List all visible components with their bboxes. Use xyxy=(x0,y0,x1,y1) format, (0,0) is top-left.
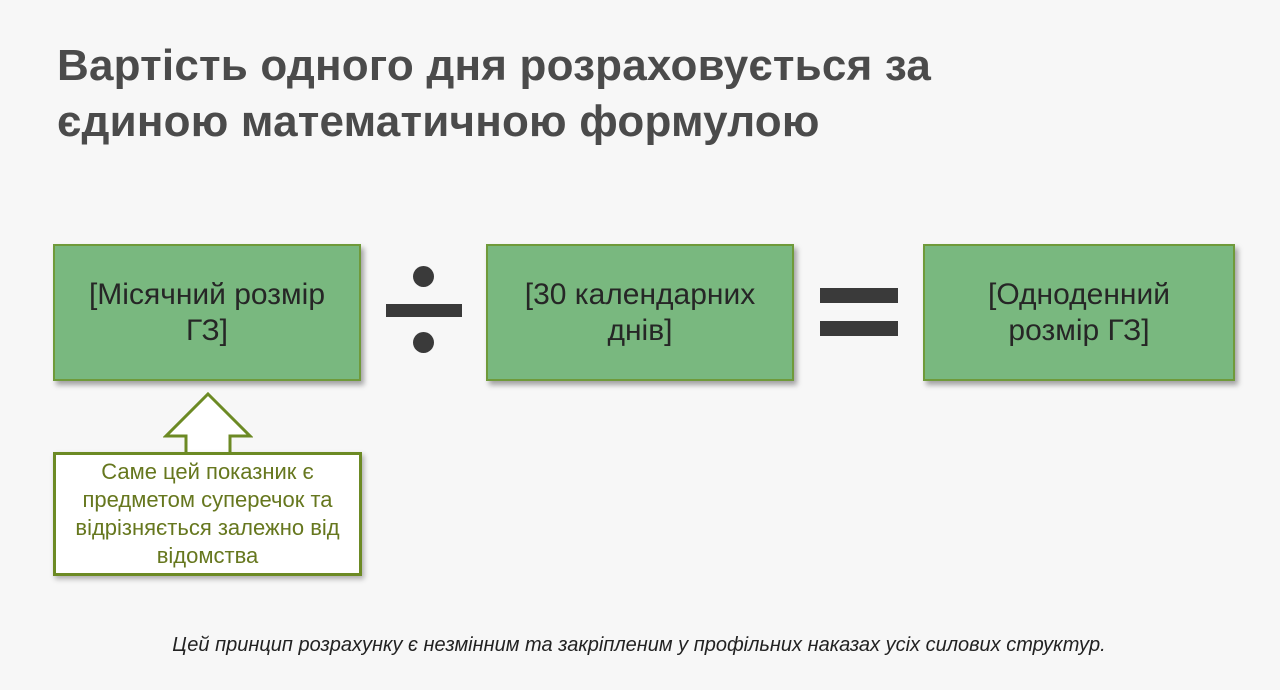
callout-box: Саме цей показник є предметом суперечок … xyxy=(53,452,362,576)
daily-amount-box: [Одноденний розмір ГЗ] xyxy=(923,244,1235,381)
daily-amount-label: [Одноденний розмір ГЗ] xyxy=(988,277,1170,347)
equals-icon xyxy=(820,288,898,338)
up-arrow-icon xyxy=(163,392,253,458)
monthly-amount-label: [Місячний розмір ГЗ] xyxy=(88,277,326,347)
footer-note: Цей принцип розрахунку є незмінним та за… xyxy=(0,634,1280,657)
slide-title: Вартість одного дня розраховується за єд… xyxy=(57,41,932,146)
monthly-amount-box: [Місячний розмір ГЗ] xyxy=(53,244,361,381)
divide-icon xyxy=(386,266,462,354)
callout-text: Саме цей показник є предметом суперечок … xyxy=(75,459,340,568)
footer-text: Цей принцип розрахунку є незмінним та за… xyxy=(172,634,1106,656)
calendar-days-label: [30 календарних днів] xyxy=(524,277,756,347)
calendar-days-box: [30 календарних днів] xyxy=(486,244,794,381)
